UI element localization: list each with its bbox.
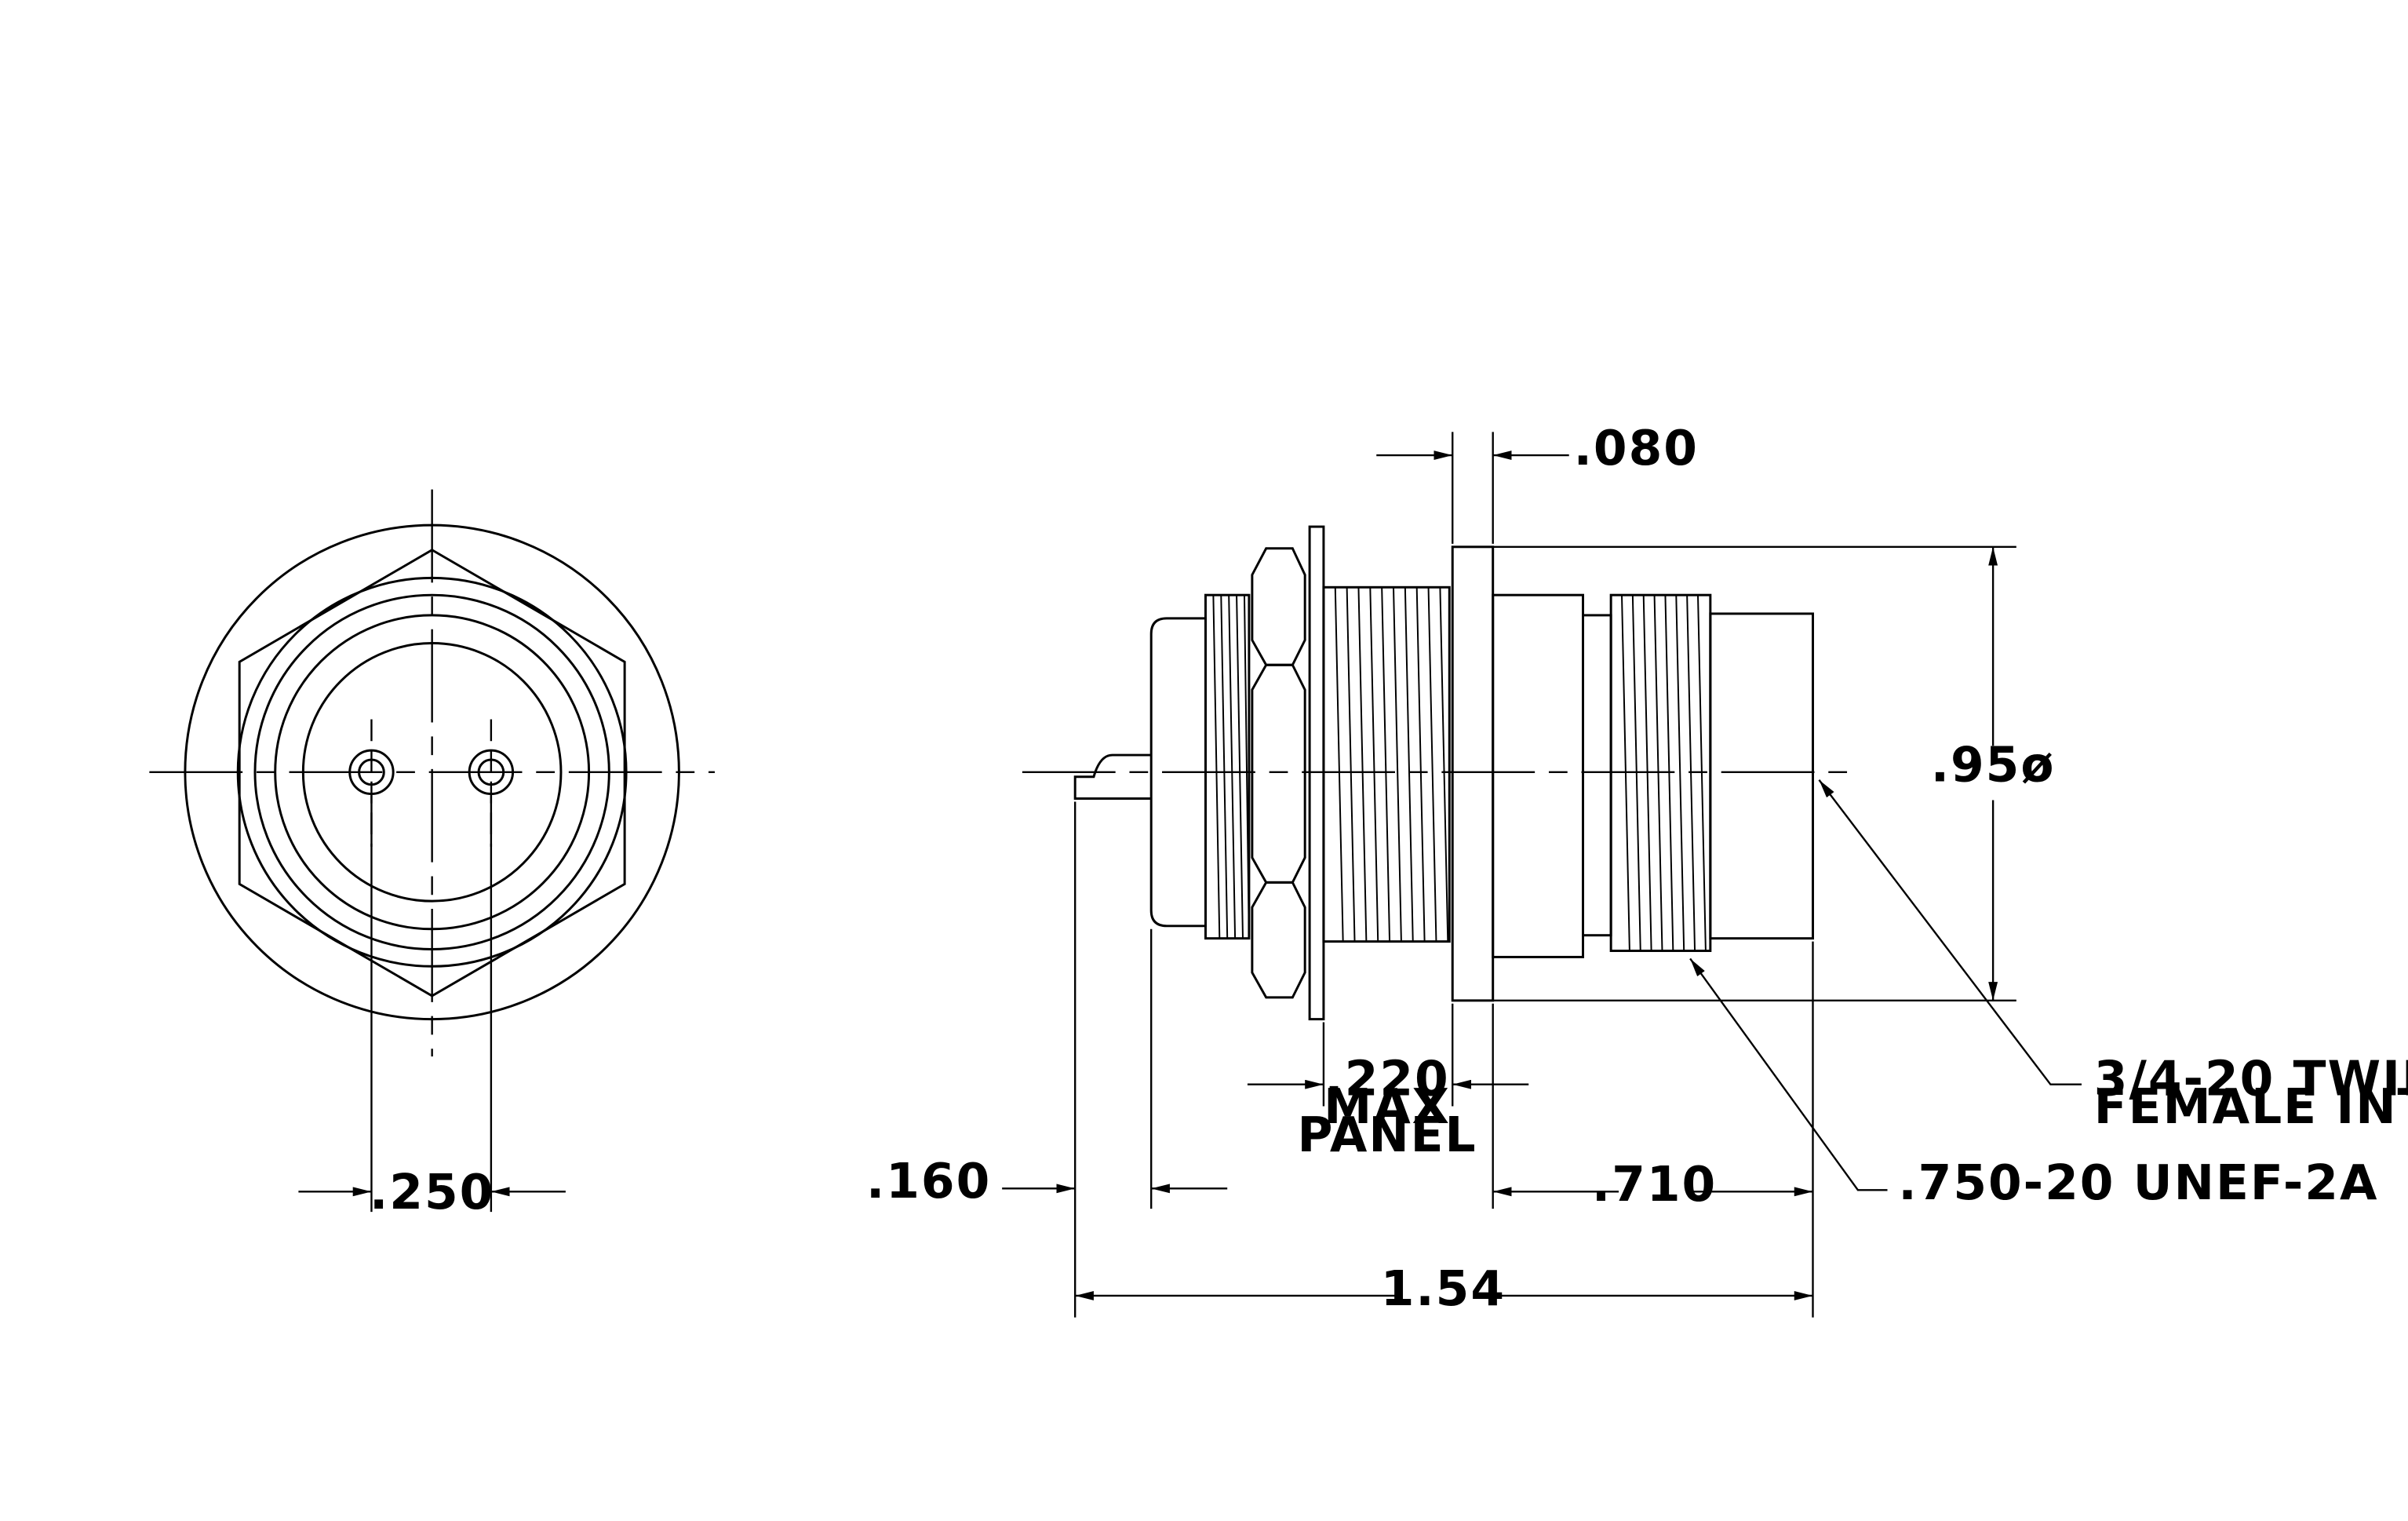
- rear-thread-section: [1204, 593, 1251, 940]
- thread-line: [1236, 595, 1244, 939]
- side-view: [1022, 525, 1856, 1021]
- thread-callout-label: .750-20 UNEF-2A: [1898, 1155, 2378, 1211]
- max-panel-word-label: MAX: [1324, 1079, 1451, 1135]
- thread-line: [1439, 587, 1449, 942]
- thread-line: [1334, 587, 1344, 942]
- body-thread-section: [1322, 585, 1451, 943]
- thread-line: [1357, 587, 1368, 942]
- thread-line: [1675, 595, 1685, 951]
- thread-line: [1346, 587, 1356, 942]
- nose: [1709, 612, 1814, 940]
- thread-line: [1404, 587, 1414, 942]
- hex-nut-side: [1251, 547, 1306, 999]
- front-centerlines: [149, 489, 715, 1057]
- side-dimensions: [1002, 432, 2082, 1318]
- flange-thickness-label: .080: [1574, 421, 1699, 476]
- thread-line: [1243, 595, 1250, 939]
- pin-spacing-label: .250: [370, 1165, 494, 1220]
- thread-line: [1228, 595, 1237, 939]
- diameter-label: .95ø: [1931, 738, 2056, 793]
- thread-line: [1212, 595, 1221, 939]
- panel-word-label: PANEL: [1298, 1107, 1477, 1163]
- rear-length-label: .160: [866, 1154, 991, 1209]
- front-body: [1492, 593, 1584, 958]
- overall-length-label: 1.54: [1381, 1261, 1506, 1317]
- front-step: [1582, 614, 1612, 937]
- front-view: [149, 489, 715, 1213]
- thread-line: [1393, 587, 1402, 942]
- pin-spacing-dimension: [298, 795, 566, 1213]
- rear-pin: [1073, 753, 1152, 800]
- thread-line: [1381, 587, 1391, 942]
- max-panel-value-label: .220: [1324, 1052, 1449, 1107]
- thread-line: [1415, 587, 1426, 942]
- flange: [1451, 545, 1495, 1002]
- interface-callout-line1: 3/4-20 TWINAX: [2094, 1052, 2408, 1107]
- thread-line: [1220, 595, 1229, 939]
- front-length-label: .710: [1592, 1157, 1717, 1213]
- dimension-labels: .250 .080 .95ø .220 MAX PANEL .160 .710 …: [370, 421, 2408, 1317]
- thread-line: [1427, 587, 1437, 942]
- thread-line: [1369, 587, 1379, 942]
- interface-callout-line2: FEMALE INTERFACE: [2094, 1079, 2408, 1135]
